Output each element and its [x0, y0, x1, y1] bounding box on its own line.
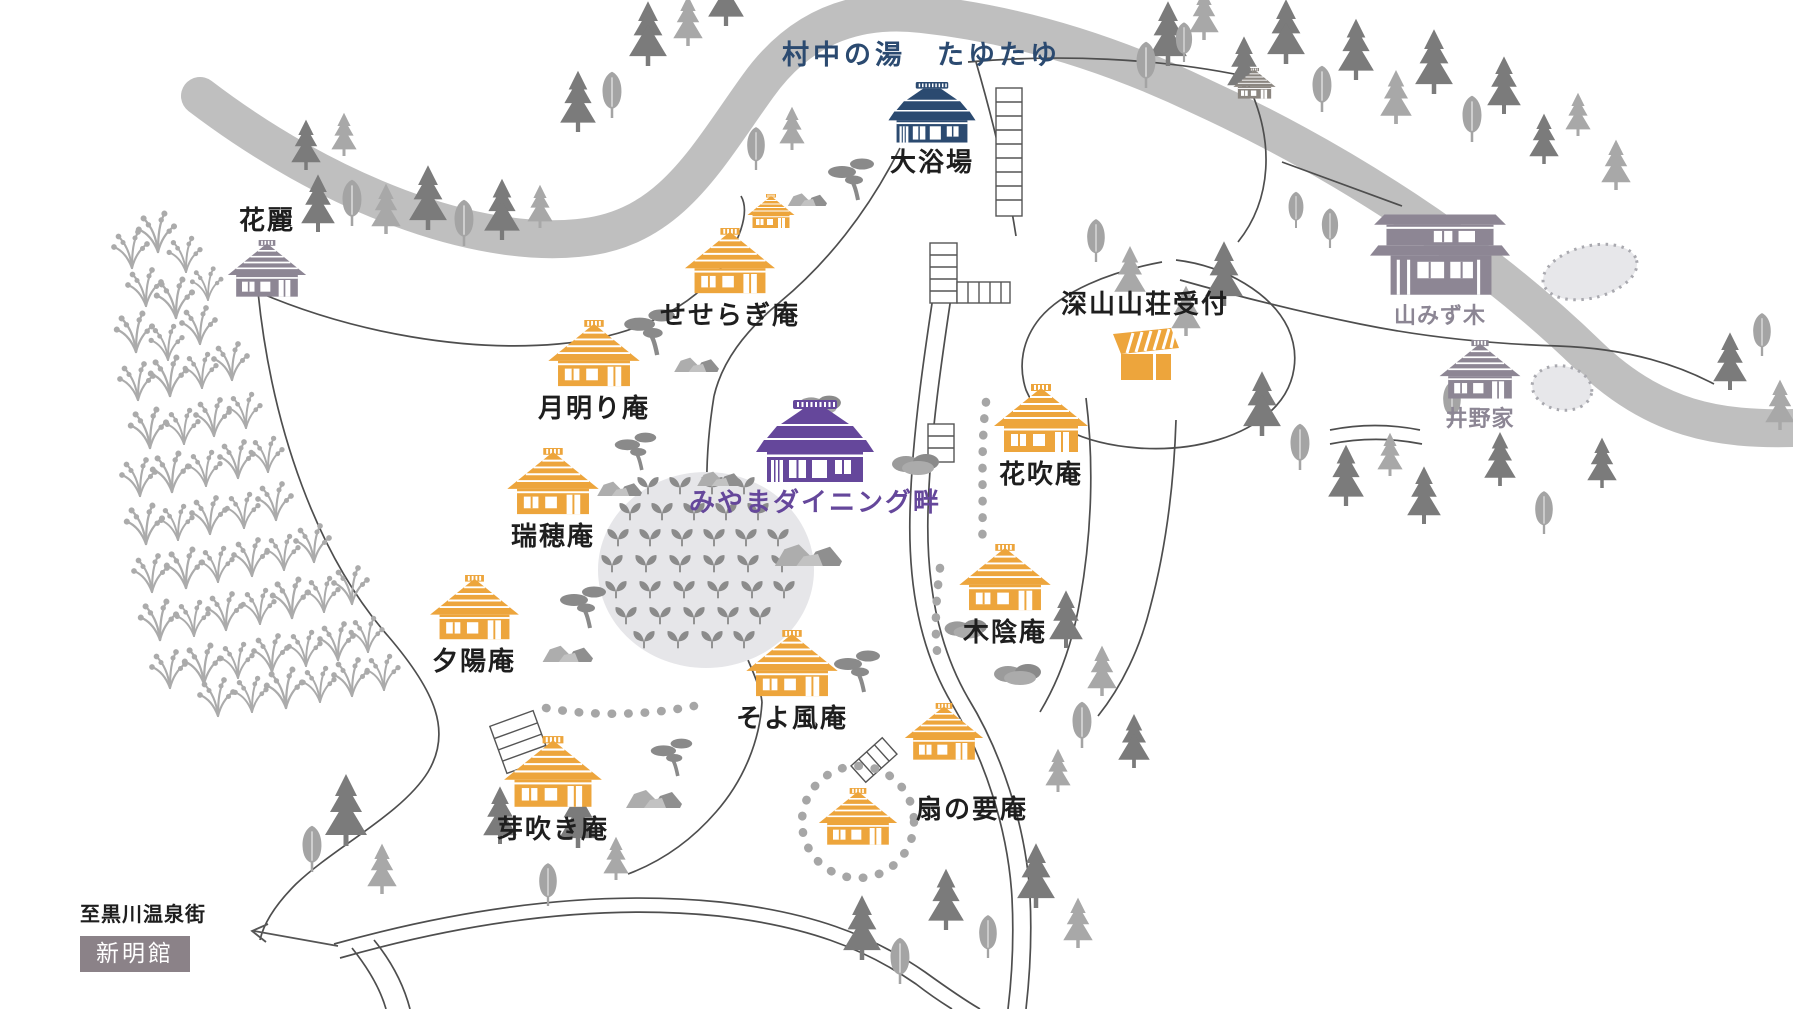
location-seseragi-an: せせらぎ庵 [660, 228, 798, 331]
location-karei: 花麗 [212, 206, 322, 300]
stairs-and-parking [488, 87, 1023, 784]
neighbor-hut-icon [1438, 340, 1522, 400]
location-mebuki-an: 芽吹き庵 [482, 736, 624, 845]
guest-hut-label: 扇の要庵 [916, 795, 1029, 824]
location-hanafuki-an: 花吹庵 [982, 384, 1100, 490]
location-ogi-no-kaname-an-annex [816, 788, 900, 848]
guest-hut-icon [503, 736, 603, 808]
location-kokage-an: 木陰庵 [944, 544, 1066, 648]
location-soyokaze-an: そよ風庵 [724, 630, 860, 734]
guest-hut-icon [958, 544, 1052, 612]
shinmeikan-badge: 新明館 [80, 936, 190, 972]
location-tsukiakari-an: 月明り庵 [528, 320, 660, 424]
location-ogi-no-kaname-an: 扇の要庵 [916, 795, 1028, 825]
neighbor-label: 井野家 [1445, 406, 1515, 431]
guest-hut-icon [683, 228, 777, 295]
guest-hut-label: 木陰庵 [962, 618, 1047, 647]
dining-label: みやまダイニング畔 [689, 488, 942, 517]
location-yamamizuki: 山みず木 [1356, 204, 1524, 328]
guest-hut-label: せせらぎ庵 [660, 301, 801, 330]
village-paths [257, 57, 1715, 1009]
direction-arrow [250, 923, 339, 947]
bathhouse-label: 大浴場 [889, 148, 974, 177]
neighbor-label: 花麗 [238, 206, 295, 235]
tea-field [598, 472, 814, 668]
guest-hut-icon [547, 320, 641, 388]
location-ino-ke: 井野家 [1424, 340, 1536, 431]
ponds [1530, 242, 1639, 412]
neighbor-hut-icon [226, 239, 307, 298]
reception-label: 深山山荘受付 [1060, 290, 1229, 319]
guest-hut-icon [993, 384, 1089, 453]
location-yuhi-an: 夕陽庵 [415, 575, 533, 677]
guest-hut-icon [506, 448, 600, 516]
guest-hut-label: 芽吹き庵 [496, 815, 609, 844]
guest-hut-label: 花吹庵 [998, 460, 1083, 489]
destination-note: 至黒川温泉街 [80, 904, 206, 926]
location-miyama-dining: みやまダイニング畔 [689, 400, 939, 518]
guest-hut-label: 瑞穂庵 [510, 522, 595, 551]
location-reception: 深山山荘受付 [1030, 290, 1260, 384]
dining-hall-icon [756, 400, 874, 482]
stepping-stones [541, 397, 991, 883]
guest-hut-label: 夕陽庵 [431, 647, 516, 676]
map-footer: 至黒川温泉街 新明館 [80, 898, 206, 972]
guest-hut-icon [903, 703, 985, 761]
location-muranaka-no-yu: 村中の湯 たゆたゆ [782, 40, 1061, 71]
reception-booth-icon [1111, 326, 1181, 382]
onsen-area-label: 村中の湯 たゆたゆ [782, 40, 1061, 70]
guest-hut-icon [817, 788, 899, 846]
neighbor-label: 山みず木 [1393, 303, 1486, 328]
location-mizuho-an: 瑞穂庵 [492, 448, 614, 552]
bathhouse-building-icon [888, 82, 976, 143]
location-ogi-no-kaname-an-building [902, 703, 986, 763]
ryokan-lodge-icon [1370, 214, 1510, 295]
highway-road [181, 0, 1793, 448]
guest-hut-label: 月明り庵 [537, 394, 650, 423]
guest-hut-icon [428, 575, 520, 641]
location-daiyokujo: 大浴場 [872, 82, 992, 178]
guest-hut-label: そよ風庵 [735, 704, 848, 733]
guest-hut-icon [745, 630, 839, 698]
